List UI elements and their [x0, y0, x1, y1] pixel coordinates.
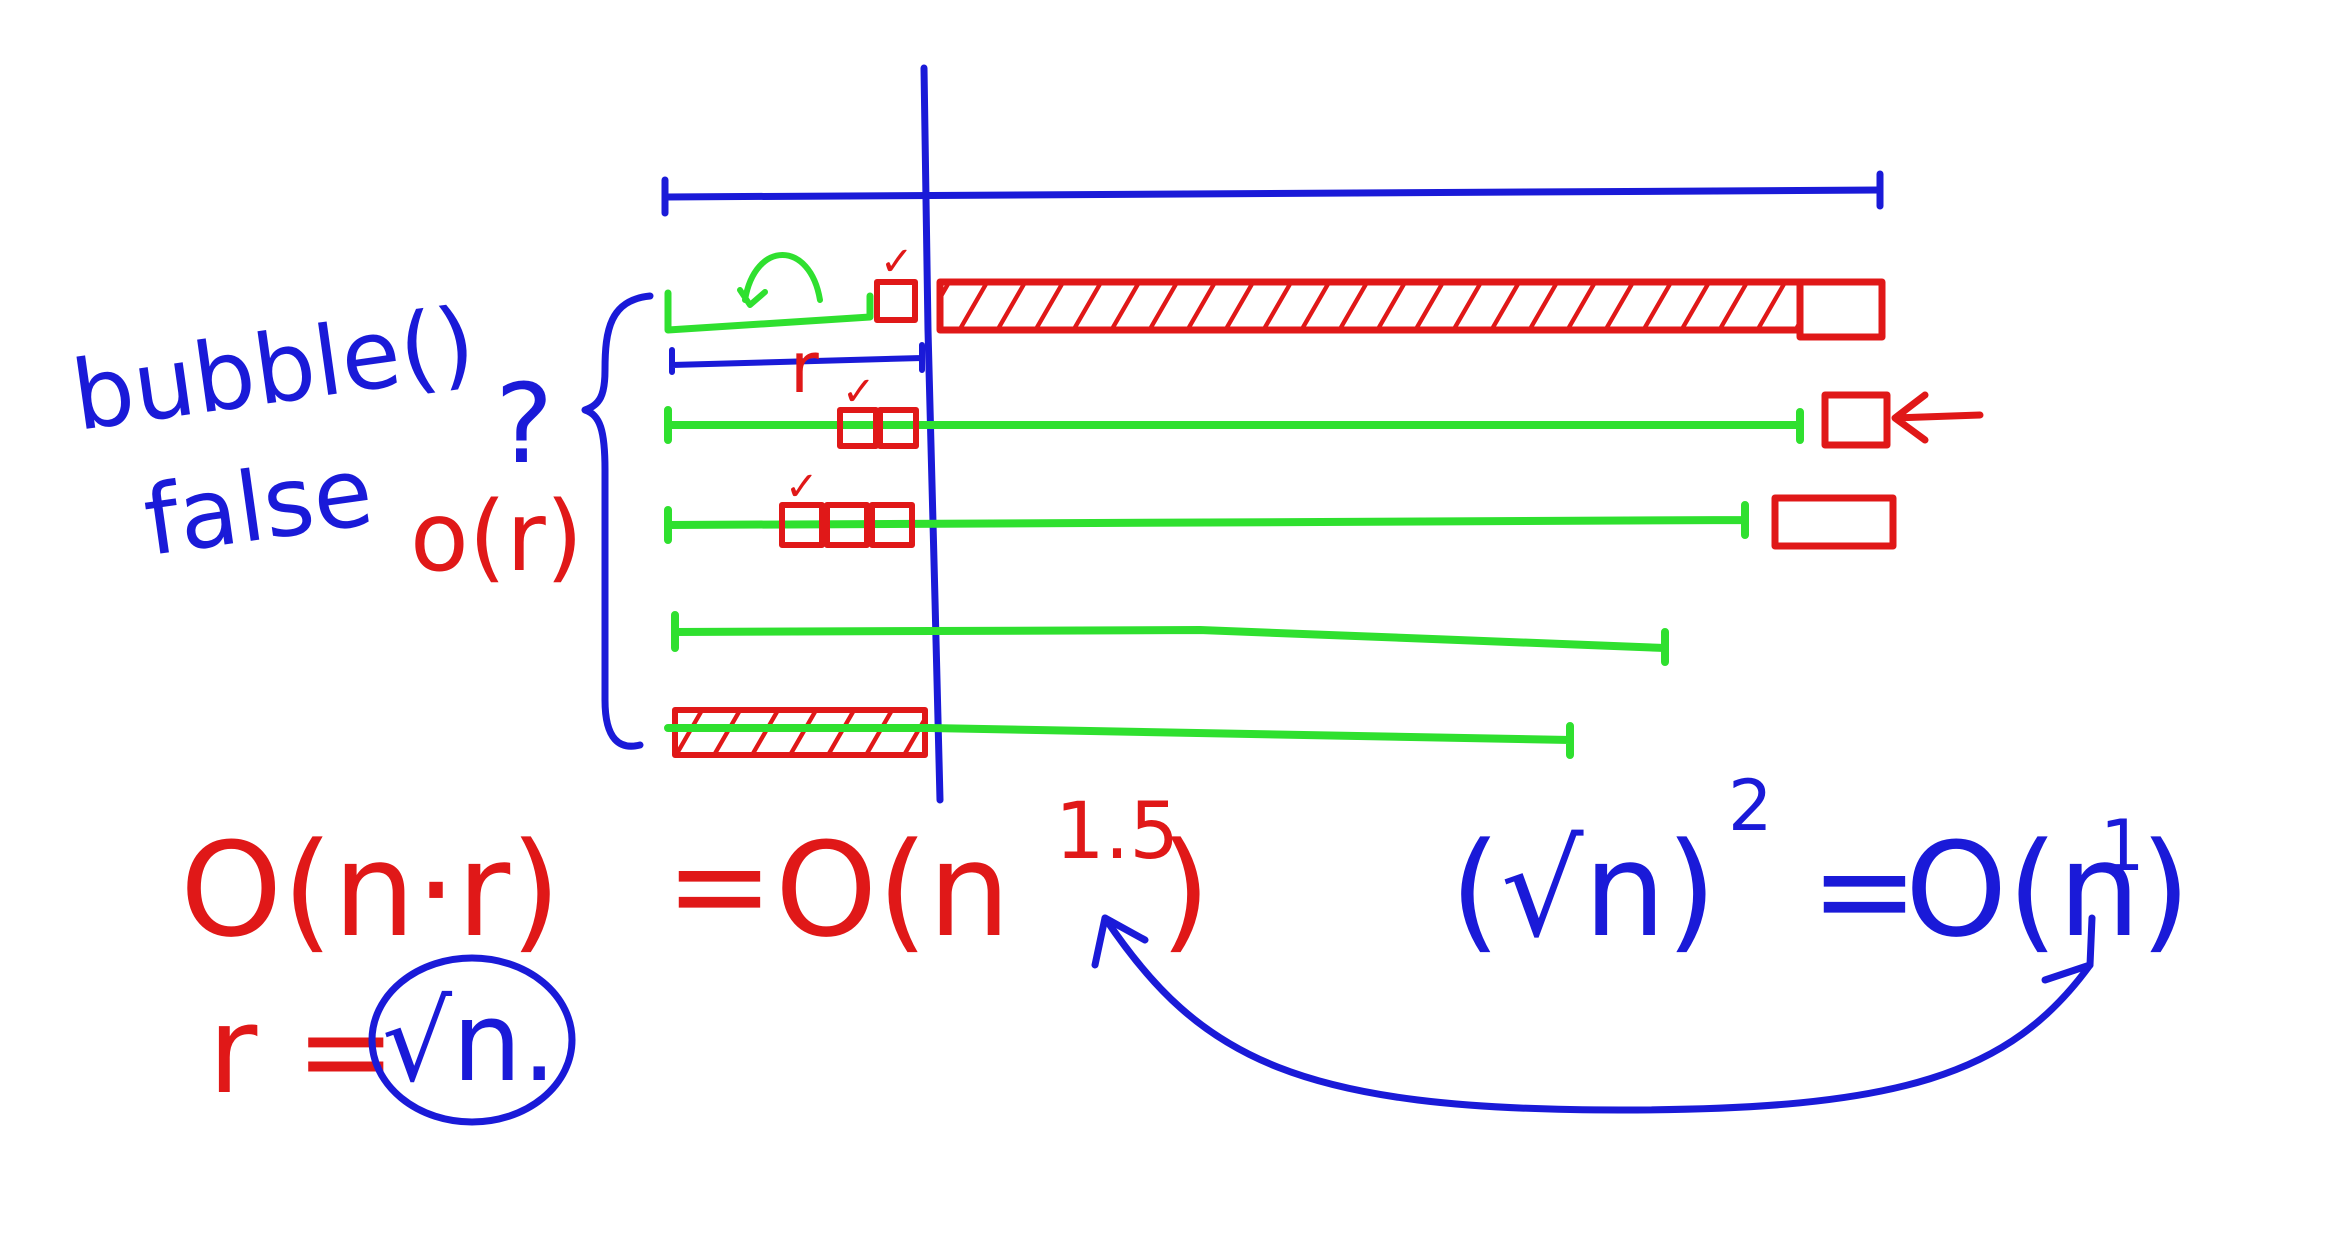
- swap-arc: [737, 252, 823, 308]
- array-row-2: [664, 391, 1984, 449]
- false-label: false: [138, 435, 380, 578]
- row2-end-box: [1821, 391, 1891, 449]
- formula-lhs: O(n·r): [180, 814, 561, 966]
- row2-box-b: [877, 407, 919, 449]
- square-exponent: 2: [1728, 765, 1773, 847]
- array-row-5: [664, 707, 1574, 759]
- green-row-line: [664, 406, 1804, 444]
- row3-box-c: [869, 502, 915, 548]
- big-o-close: ): [2140, 814, 2191, 966]
- check-row2: ✓: [842, 369, 876, 415]
- sorted-hatched-block: [940, 282, 1800, 330]
- arrowhead-left: [1091, 914, 1149, 969]
- green-row-line: [664, 501, 1749, 544]
- bubble-label: bubble(): [66, 286, 482, 453]
- sqrt-n: √n.: [382, 978, 557, 1106]
- formula-rhs-close: ): [1160, 814, 1211, 966]
- checked-box: [874, 279, 918, 323]
- big-o-exponent: 1: [2100, 805, 2145, 887]
- formula-rhs-base: O(n: [775, 814, 1010, 966]
- complexity-formula: O(n·r) = O(n 1.5 ): [180, 787, 1211, 966]
- sorted-end-box: [1796, 278, 1886, 341]
- sqrt-n-squared: (√n): [1450, 814, 1717, 966]
- r-label: r: [790, 327, 819, 409]
- row5-hatched-block: [675, 710, 925, 755]
- check-row1: ✓: [880, 239, 914, 285]
- divider-line: [920, 64, 944, 804]
- arrowhead-right: [2041, 914, 2096, 984]
- square-formula: (√n) 2 = O(n 1 ): [1450, 765, 2191, 966]
- array-row-1: [664, 252, 1886, 341]
- array-span-line: [661, 170, 1884, 217]
- check-row3: ✓: [785, 464, 819, 510]
- question-mark: ?: [495, 360, 553, 488]
- square-equals: =: [1810, 814, 1919, 966]
- row2-box-a: [837, 407, 879, 449]
- formula-rhs-exponent: 1.5: [1055, 787, 1179, 877]
- brace: [581, 292, 654, 750]
- array-row-4: [671, 611, 1669, 666]
- array-row-3: [664, 494, 1897, 550]
- row3-box-b: [824, 502, 870, 548]
- row5-hatched-outline: [672, 707, 928, 758]
- o-r-label: o(r): [410, 481, 583, 593]
- r-definition: r = √n.: [208, 954, 576, 1126]
- green-prefix: [664, 289, 874, 334]
- row3-box-a: [779, 502, 825, 548]
- r-equals: r =: [208, 982, 396, 1121]
- sqrt-n-circle: [368, 954, 576, 1126]
- r-extent-line: [669, 342, 925, 375]
- row3-end-box: [1771, 494, 1897, 550]
- green-row-line: [664, 722, 1574, 759]
- formula-equals: =: [665, 809, 774, 961]
- big-o-n: O(n: [1905, 814, 2140, 966]
- comparison-arrow: [1101, 914, 2094, 1114]
- pointer-arrow: [1891, 391, 1984, 444]
